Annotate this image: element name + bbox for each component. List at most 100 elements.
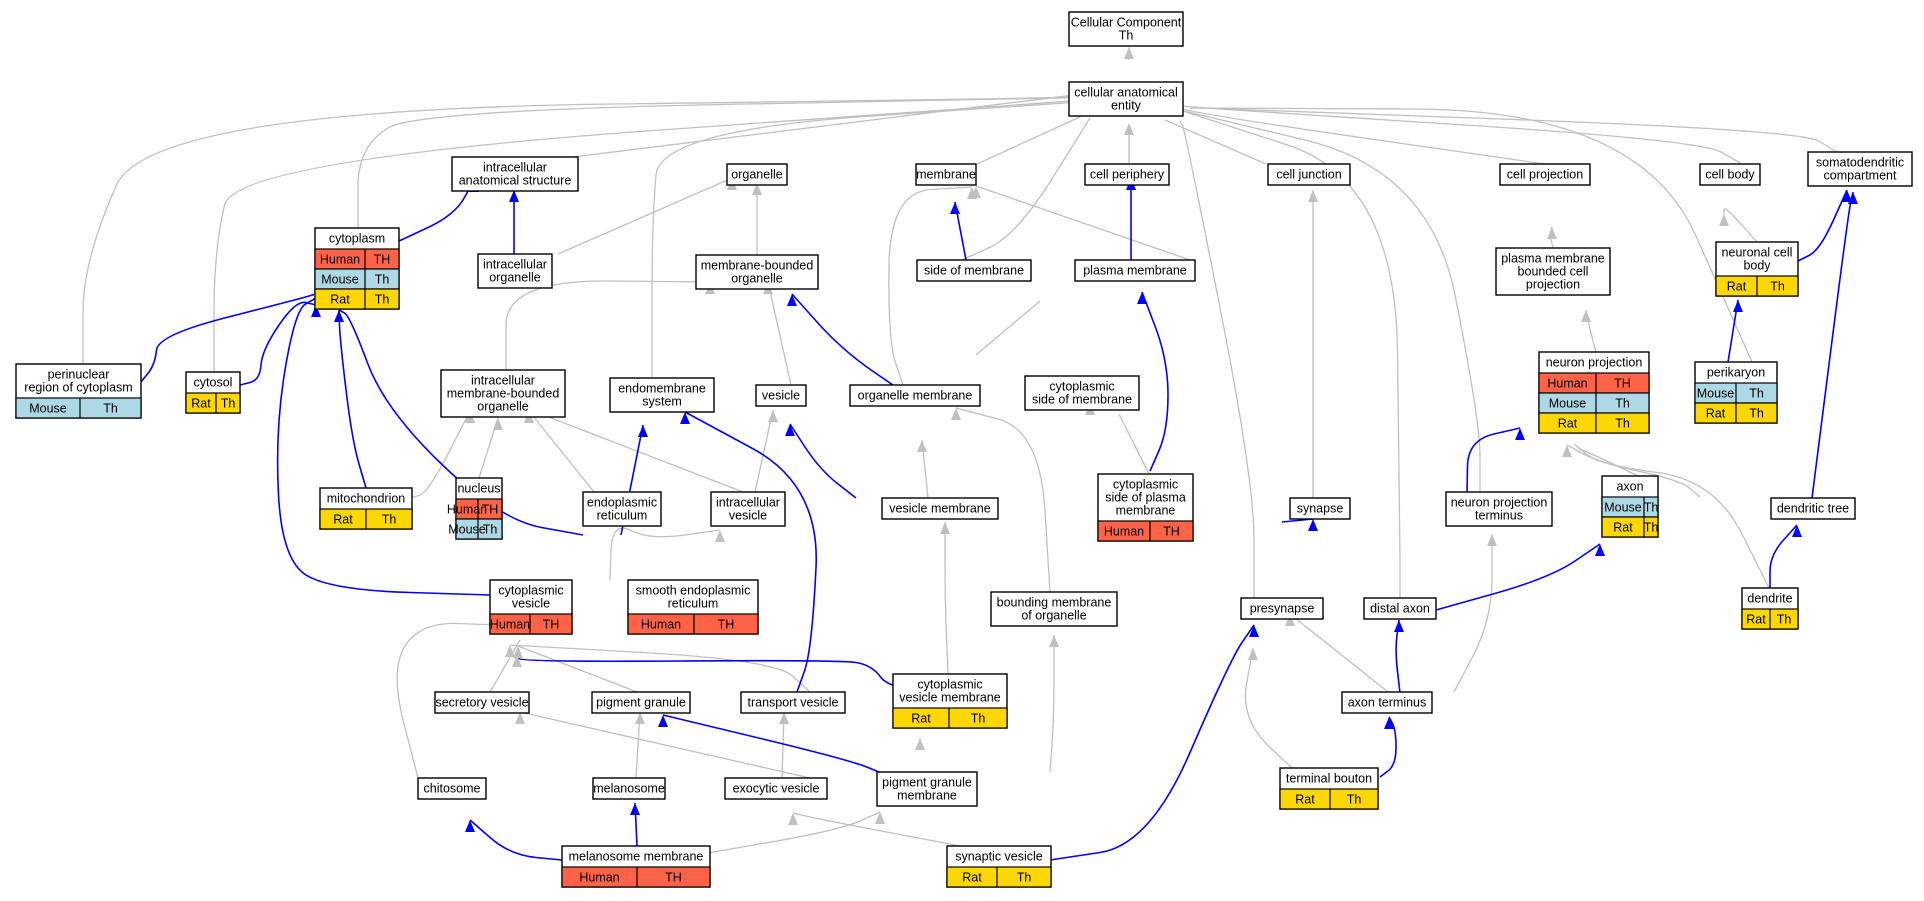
node-box — [477, 253, 553, 289]
species-name: Rat — [1295, 793, 1315, 807]
gene-symbol: TH — [665, 871, 682, 885]
node-exoves[interactable]: exocytic vesicle — [724, 777, 828, 800]
part-of-edge — [338, 309, 584, 536]
node-label: compartment — [1824, 169, 1897, 183]
node-label: membrane-bounded — [701, 259, 814, 273]
arrowhead-icon — [658, 715, 668, 727]
arrowhead-icon — [1124, 123, 1134, 135]
node-label: dendrite — [1747, 592, 1792, 606]
node-secves[interactable]: secretory vesicle — [434, 691, 530, 714]
arrowhead-icon — [1384, 717, 1394, 729]
is-a-edge — [767, 281, 792, 386]
node-box — [1068, 11, 1184, 47]
arrowhead-icon — [1547, 227, 1557, 239]
node-label: vesicle — [729, 509, 767, 523]
node-box — [1807, 151, 1913, 187]
node-cellbody[interactable]: cell body — [1699, 163, 1761, 186]
is-a-edge — [519, 711, 811, 779]
species-name: Human — [579, 871, 619, 885]
node-box — [1499, 163, 1591, 186]
part-of-edge — [1769, 524, 1798, 589]
arrowhead-icon — [1248, 648, 1258, 660]
is-a-edge — [1118, 413, 1150, 475]
gene-symbol: Th — [382, 513, 397, 527]
node-orgmem[interactable]: organelle membrane — [849, 384, 981, 407]
node-axonterm[interactable]: axon terminus — [1341, 691, 1433, 714]
arrowhead-icon — [787, 294, 797, 306]
node-sideofmem[interactable]: side of membrane — [916, 259, 1032, 282]
node-pigmgran[interactable]: pigment granule — [591, 691, 691, 714]
node-cellproj[interactable]: cell projection — [1499, 163, 1591, 186]
node-label: cellular anatomical — [1074, 86, 1178, 100]
is-a-edge — [1049, 635, 1055, 773]
node-vesicle[interactable]: vesicle — [755, 384, 807, 407]
arrowhead-icon — [768, 410, 778, 422]
node-plasmamem[interactable]: plasma membrane — [1074, 259, 1196, 282]
node-label: cytoplasmic — [498, 584, 563, 598]
node-melanosome[interactable]: melanosome — [592, 777, 666, 800]
species-name: Mouse — [29, 402, 67, 416]
is-a-edge — [975, 300, 1041, 356]
is-a-edge — [1244, 647, 1304, 779]
node-vesmem[interactable]: vesicle membrane — [881, 497, 999, 520]
arrowhead-icon — [715, 530, 725, 542]
node-box — [710, 491, 786, 527]
arrowhead-icon — [513, 646, 523, 658]
node-box — [434, 691, 530, 714]
node-box — [1240, 597, 1324, 620]
node-organelle[interactable]: organelle — [726, 163, 788, 186]
part-of-edge — [789, 423, 857, 499]
node-box — [1495, 247, 1611, 296]
arrowhead-icon — [680, 412, 690, 424]
node-box — [417, 777, 487, 800]
node-membrane[interactable]: membrane — [915, 163, 977, 186]
gene-symbol: TH — [543, 618, 560, 632]
node-chitosome[interactable]: chitosome — [417, 777, 487, 800]
node-dendtree[interactable]: dendritic tree — [1770, 497, 1856, 520]
gene-symbol: Th — [1347, 793, 1362, 807]
is-a-edge — [1179, 109, 1481, 493]
node-label: mitochondrion — [327, 492, 406, 506]
node-presyn[interactable]: presynapse — [1240, 597, 1324, 620]
node-celljunc[interactable]: cell junction — [1267, 163, 1351, 186]
node-cellper[interactable]: cell periphery — [1084, 163, 1170, 186]
node-label: transport vesicle — [747, 696, 838, 710]
gene-symbol: TH — [1163, 525, 1180, 539]
node-label: axon — [1616, 480, 1643, 494]
node-transves[interactable]: transport vesicle — [740, 691, 846, 714]
node-distaxon[interactable]: distal axon — [1363, 597, 1437, 620]
node-synapse[interactable]: synapse — [1289, 497, 1351, 520]
